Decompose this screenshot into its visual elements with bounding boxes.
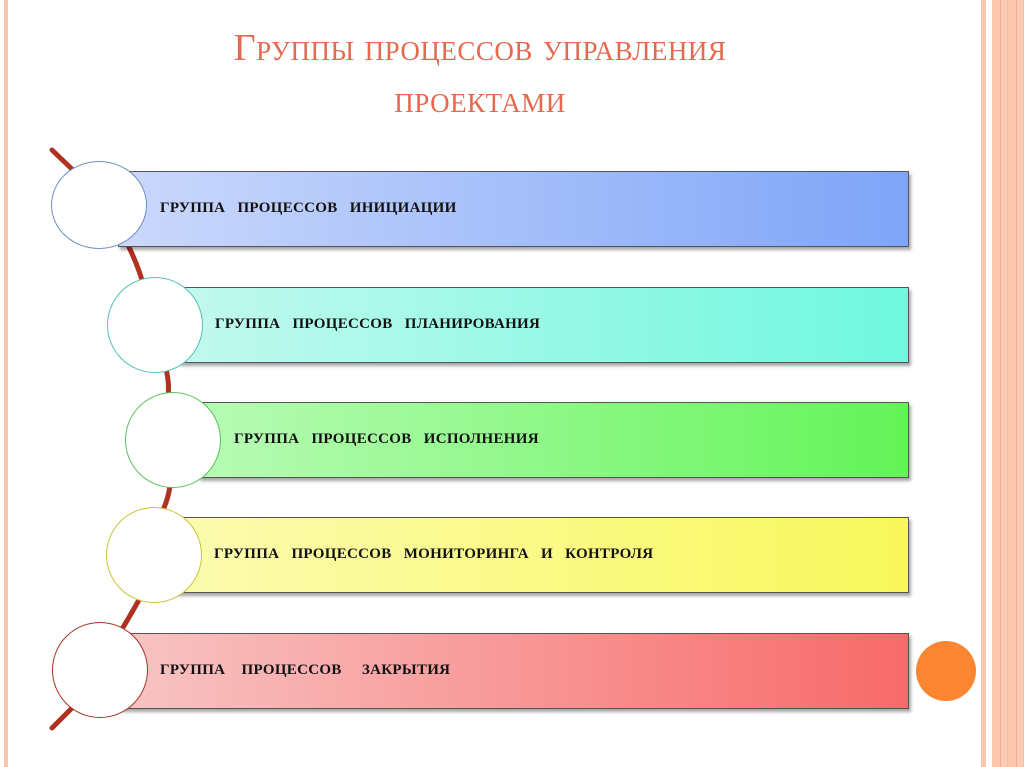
right-decorative-band [992,0,1024,767]
process-group-bar-closing [120,633,909,709]
circle-marker-execution [125,392,221,488]
label-planning: ГРУППА ПРОЦЕССОВ ПЛАНИРОВАНИЯ [215,316,541,332]
title-line-2: проектами [394,79,566,121]
process-group-bar-planning [178,287,909,363]
circle-marker-initiation [51,161,147,249]
circle-marker-planning [107,277,203,373]
circle-marker-closing [52,622,148,718]
title-line-1: Группы процессов управления [233,27,727,69]
label-closing: ГРУППА ПРОЦЕССОВ ЗАКРЫТИЯ [160,662,451,678]
process-group-bar-monitoring [168,517,909,593]
label-execution: ГРУППА ПРОЦЕССОВ ИСПОЛНЕНИЯ [234,431,539,447]
right-decorative-stripe [981,0,986,767]
process-group-bar-initiation [118,171,909,247]
label-monitoring: ГРУППА ПРОЦЕССОВ МОНИТОРИНГА И КОНТРОЛЯ [214,546,654,562]
circle-marker-monitoring [106,507,202,603]
slide-title: Группы процессов управления проектами [80,22,880,126]
orange-accent-dot [916,641,976,701]
left-decorative-border [4,0,8,767]
label-initiation: ГРУППА ПРОЦЕССОВ ИНИЦИАЦИИ [160,200,457,216]
